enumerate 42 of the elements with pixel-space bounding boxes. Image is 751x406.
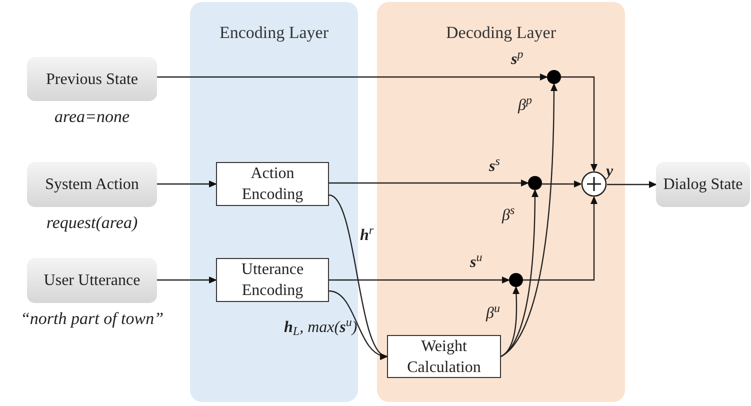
edge-label: h$_{L}$, max(s$^{u}$)	[284, 316, 358, 340]
arrow	[500, 286, 520, 357]
process-box	[216, 258, 329, 302]
edge-label: s$^{s}$	[489, 155, 500, 177]
arrow	[157, 180, 217, 188]
arrow	[329, 180, 529, 186]
arrow	[157, 276, 217, 284]
edge-label: s$^{u}$	[470, 251, 482, 273]
layer-panel	[377, 2, 625, 402]
node-caption: area=none	[53, 106, 131, 128]
arrow	[523, 196, 598, 281]
box-label: Action Encoding	[240, 164, 304, 205]
box-label: Weight Calculation	[406, 336, 482, 378]
node-caption: request(area)	[45, 212, 139, 234]
arrow	[157, 74, 548, 80]
edge-label: s$^{p}$	[511, 48, 524, 70]
edge-label: β$^{u}$	[486, 302, 500, 324]
arrow	[500, 189, 538, 357]
panel-title: Encoding Layer	[218, 22, 330, 44]
input-box	[27, 258, 157, 303]
node-caption: “north part of town”	[19, 308, 165, 330]
box-label: Previous State	[45, 70, 139, 90]
process-box	[216, 162, 329, 206]
box-label: System Action	[44, 175, 140, 195]
edge-label: h$^{r}$	[360, 224, 374, 246]
edge-label: β$^{s}$	[502, 204, 515, 226]
process-box	[387, 335, 501, 378]
arrow	[542, 180, 582, 188]
arrow	[328, 290, 388, 359]
box-label: Dialog State	[662, 175, 744, 195]
input-box	[27, 162, 157, 207]
arrow	[561, 76, 598, 172]
box-label: Utterance Encoding	[240, 260, 305, 301]
input-box	[656, 162, 750, 207]
edge-label: y	[606, 162, 614, 182]
layer-panel	[190, 2, 358, 402]
box-label: User Utterance	[42, 271, 142, 291]
edge-label: β$^{p}$	[518, 94, 532, 116]
arrow	[607, 181, 657, 188]
panel-title: Decoding Layer	[445, 22, 557, 44]
input-box	[27, 57, 157, 101]
arrow	[329, 276, 510, 284]
